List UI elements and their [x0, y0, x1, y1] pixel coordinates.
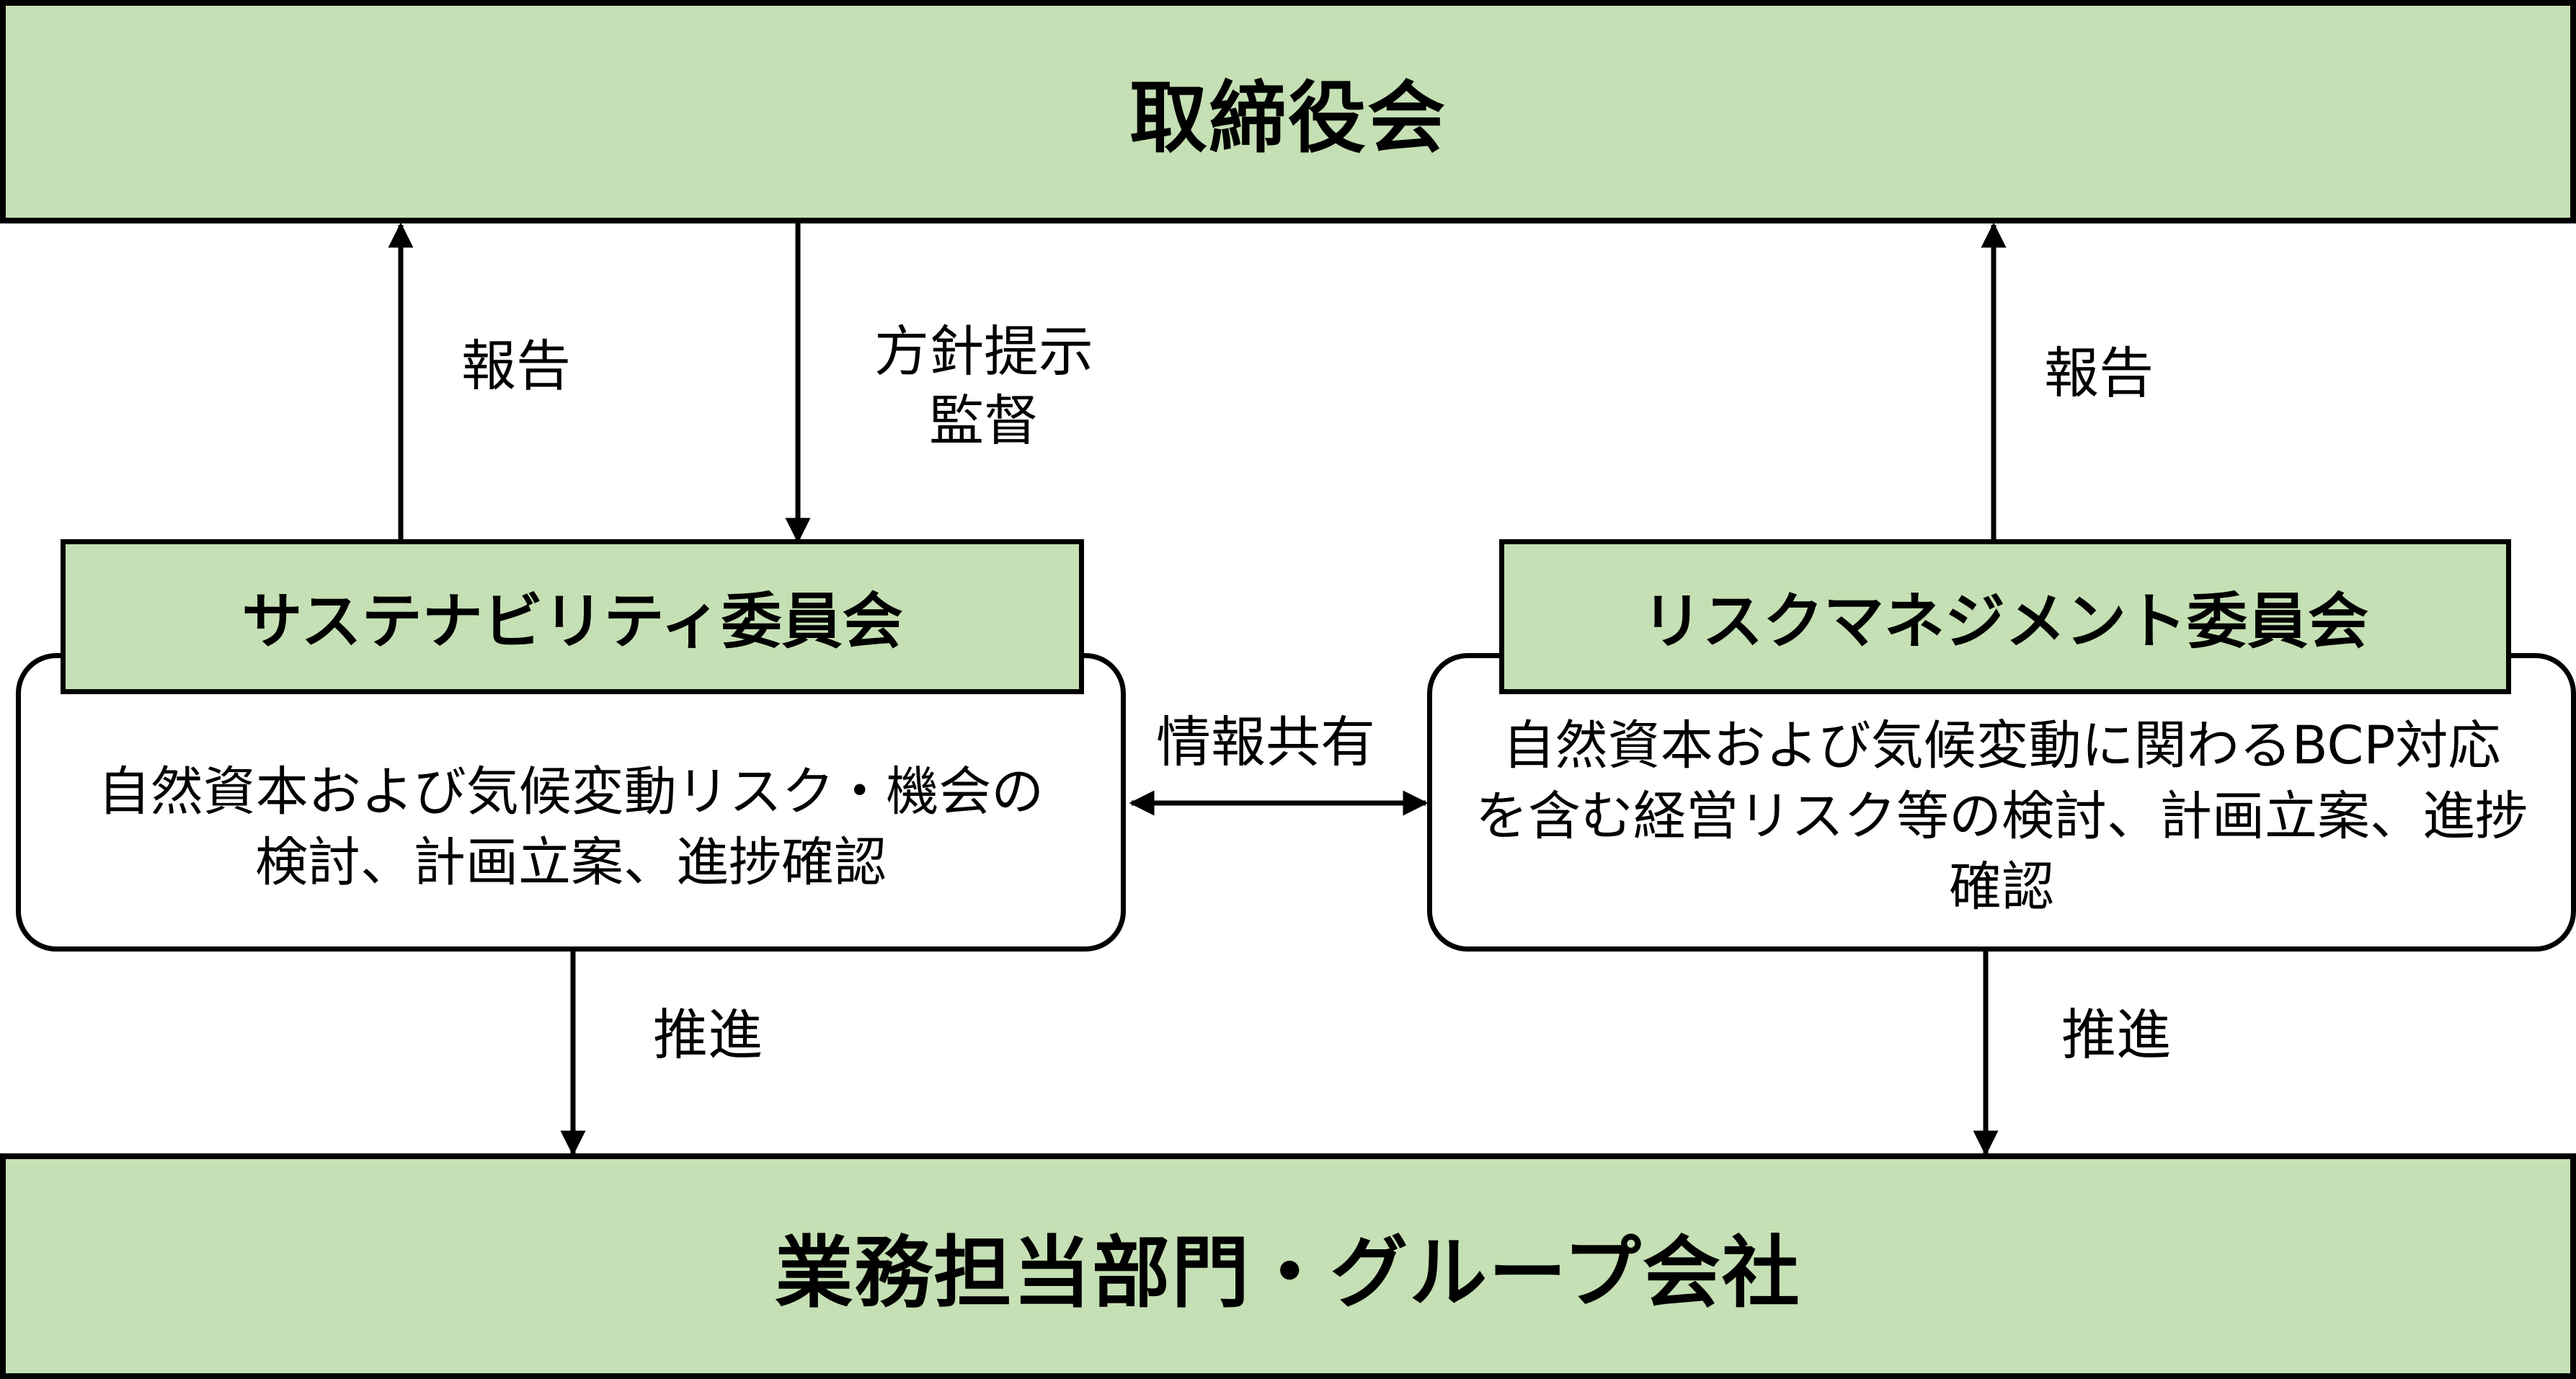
- report-left-label: 報告: [461, 334, 571, 398]
- operations-box: 業務担当部門・グループ会社: [0, 1153, 2576, 1379]
- policy-supervision-label: 方針提示 監督: [850, 317, 1117, 456]
- info-sharing-label: 情報共有: [1156, 710, 1375, 774]
- board-box: 取締役会: [0, 0, 2576, 223]
- risk-desc-line: を含む経営リスク等の検討、計画立案、進捗: [1475, 786, 2528, 847]
- board-title: 取締役会: [1129, 74, 1447, 164]
- sustainability-desc-line: 自然資本および気候変動リスク・機会の: [97, 761, 1044, 822]
- sustainability-title: サステナビリティ委員会: [241, 586, 903, 657]
- risk-description: 自然資本および気候変動に関わるBCP対応 を含む経営リスク等の検討、計画立案、進…: [1475, 682, 2528, 923]
- sustainability-description: 自然資本および気候変動リスク・機会の 検討、計画立案、進捗確認: [98, 706, 1044, 898]
- supervision-label: 監督: [929, 389, 1039, 453]
- risk-panel: 自然資本および気候変動に関わるBCP対応 を含む経営リスク等の検討、計画立案、進…: [1427, 653, 2576, 952]
- sustainability-header: サステナビリティ委員会: [61, 539, 1084, 694]
- risk-title: リスクマネジメント委員会: [1641, 586, 2368, 657]
- operations-title: 業務担当部門・グループ会社: [775, 1228, 1801, 1318]
- promote-right-label: 推進: [2061, 1003, 2171, 1067]
- risk-desc-line: 自然資本および気候変動に関わるBCP対応: [1502, 715, 2501, 776]
- promote-left-label: 推進: [653, 1003, 763, 1067]
- policy-label: 方針提示: [874, 319, 1093, 383]
- sustainability-panel: 自然資本および気候変動リスク・機会の 検討、計画立案、進捗確認: [16, 653, 1126, 952]
- risk-desc-line: 確認: [1949, 856, 2054, 918]
- report-right-label: 報告: [2044, 341, 2154, 405]
- sustainability-desc-line: 検討、計画立案、進捗確認: [254, 832, 887, 893]
- risk-header: リスクマネジメント委員会: [1499, 539, 2511, 694]
